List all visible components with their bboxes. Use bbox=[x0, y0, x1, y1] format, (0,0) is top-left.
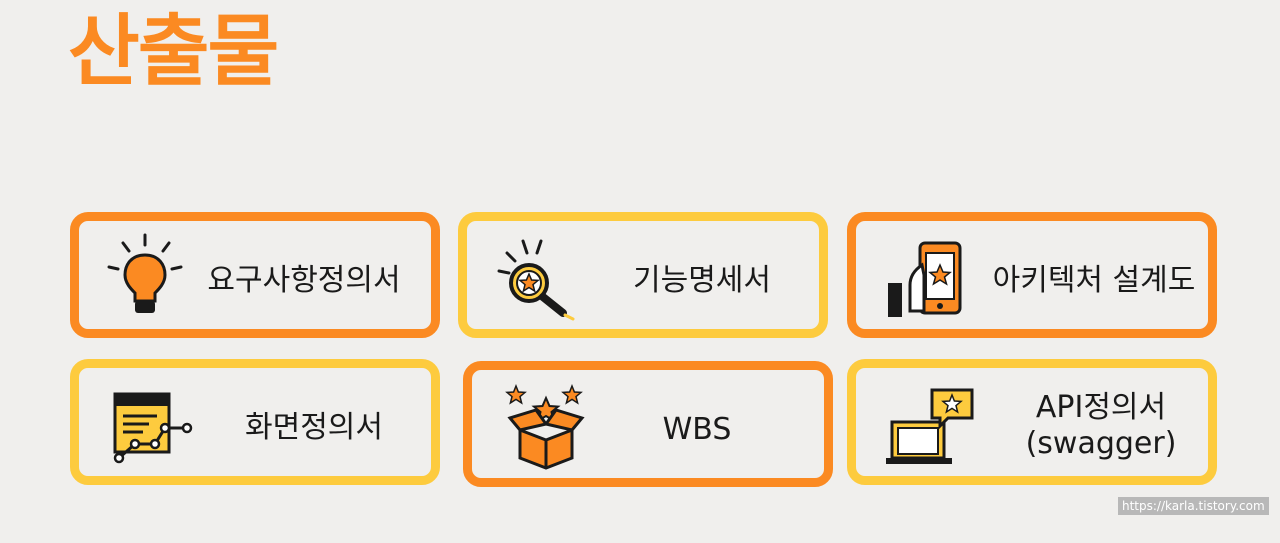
box-stars-icon bbox=[505, 384, 585, 470]
lightbulb-icon bbox=[107, 233, 183, 313]
screen-flow-icon bbox=[113, 392, 193, 464]
card-label: 화면정의서 bbox=[245, 410, 383, 445]
page-title: 산출물 bbox=[68, 7, 279, 97]
card-label: 기능명세서 bbox=[633, 263, 771, 298]
watermark: https://karla.tistory.com bbox=[1118, 497, 1269, 515]
card-requirements: 요구사항정의서 bbox=[70, 212, 440, 338]
card-label: API정의서 bbox=[1035, 390, 1167, 425]
card-label: WBS bbox=[662, 412, 732, 447]
card-architecture: 아키텍처 설계도 bbox=[847, 212, 1217, 338]
card-label-sub: (swagger) bbox=[1025, 426, 1177, 461]
card-screen-design: 화면정의서 bbox=[70, 359, 440, 485]
laptop-chat-icon bbox=[886, 388, 974, 464]
card-wbs: WBS bbox=[463, 361, 833, 487]
card-api-spec: API정의서 (swagger) bbox=[847, 359, 1217, 485]
card-functional-spec: 기능명세서 bbox=[458, 212, 828, 338]
phone-thumbs-up-icon bbox=[888, 241, 962, 317]
magnifier-star-icon bbox=[497, 239, 575, 321]
card-label: 요구사항정의서 bbox=[207, 263, 401, 298]
card-label: 아키텍처 설계도 bbox=[992, 263, 1196, 298]
